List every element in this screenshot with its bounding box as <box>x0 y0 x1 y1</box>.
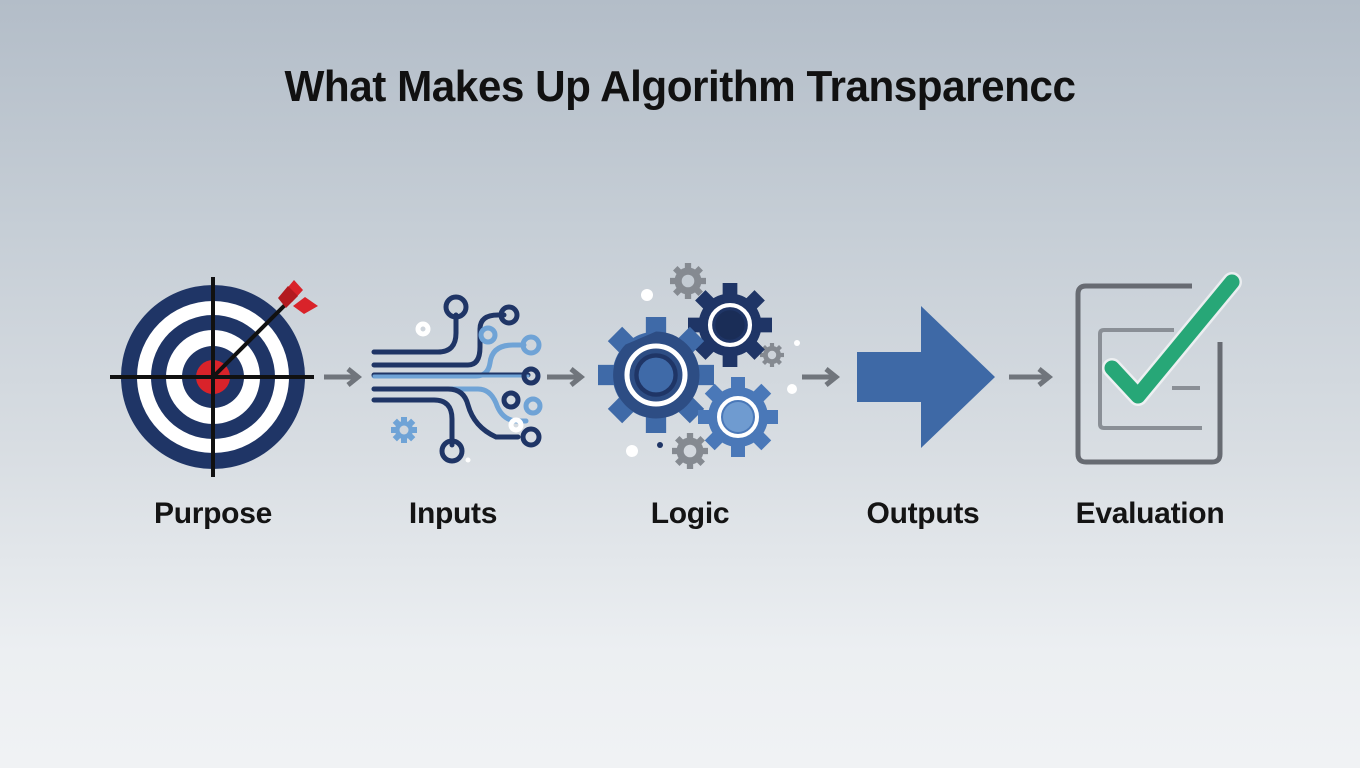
connector-arrow-icon <box>1009 367 1054 387</box>
gears-icon <box>598 263 800 469</box>
step-label-logic: Logic <box>650 497 730 530</box>
step-label-outputs: Outputs <box>866 497 980 530</box>
checklist-check-icon <box>1075 272 1242 465</box>
target-arrow-icon <box>110 277 318 477</box>
step-label-inputs: Inputs <box>408 497 498 530</box>
circuit-lines-icon <box>371 294 543 464</box>
connector-arrow-icon <box>324 367 363 387</box>
connector-arrow-icon <box>802 367 841 387</box>
step-label-purpose: Purpose <box>154 497 272 530</box>
right-arrow-icon <box>857 306 995 448</box>
connector-arrow-icon <box>547 367 586 387</box>
page-title: What Makes Up Algorithm Transparencc <box>284 62 1076 111</box>
step-label-evaluation: Evaluation <box>1075 497 1225 530</box>
